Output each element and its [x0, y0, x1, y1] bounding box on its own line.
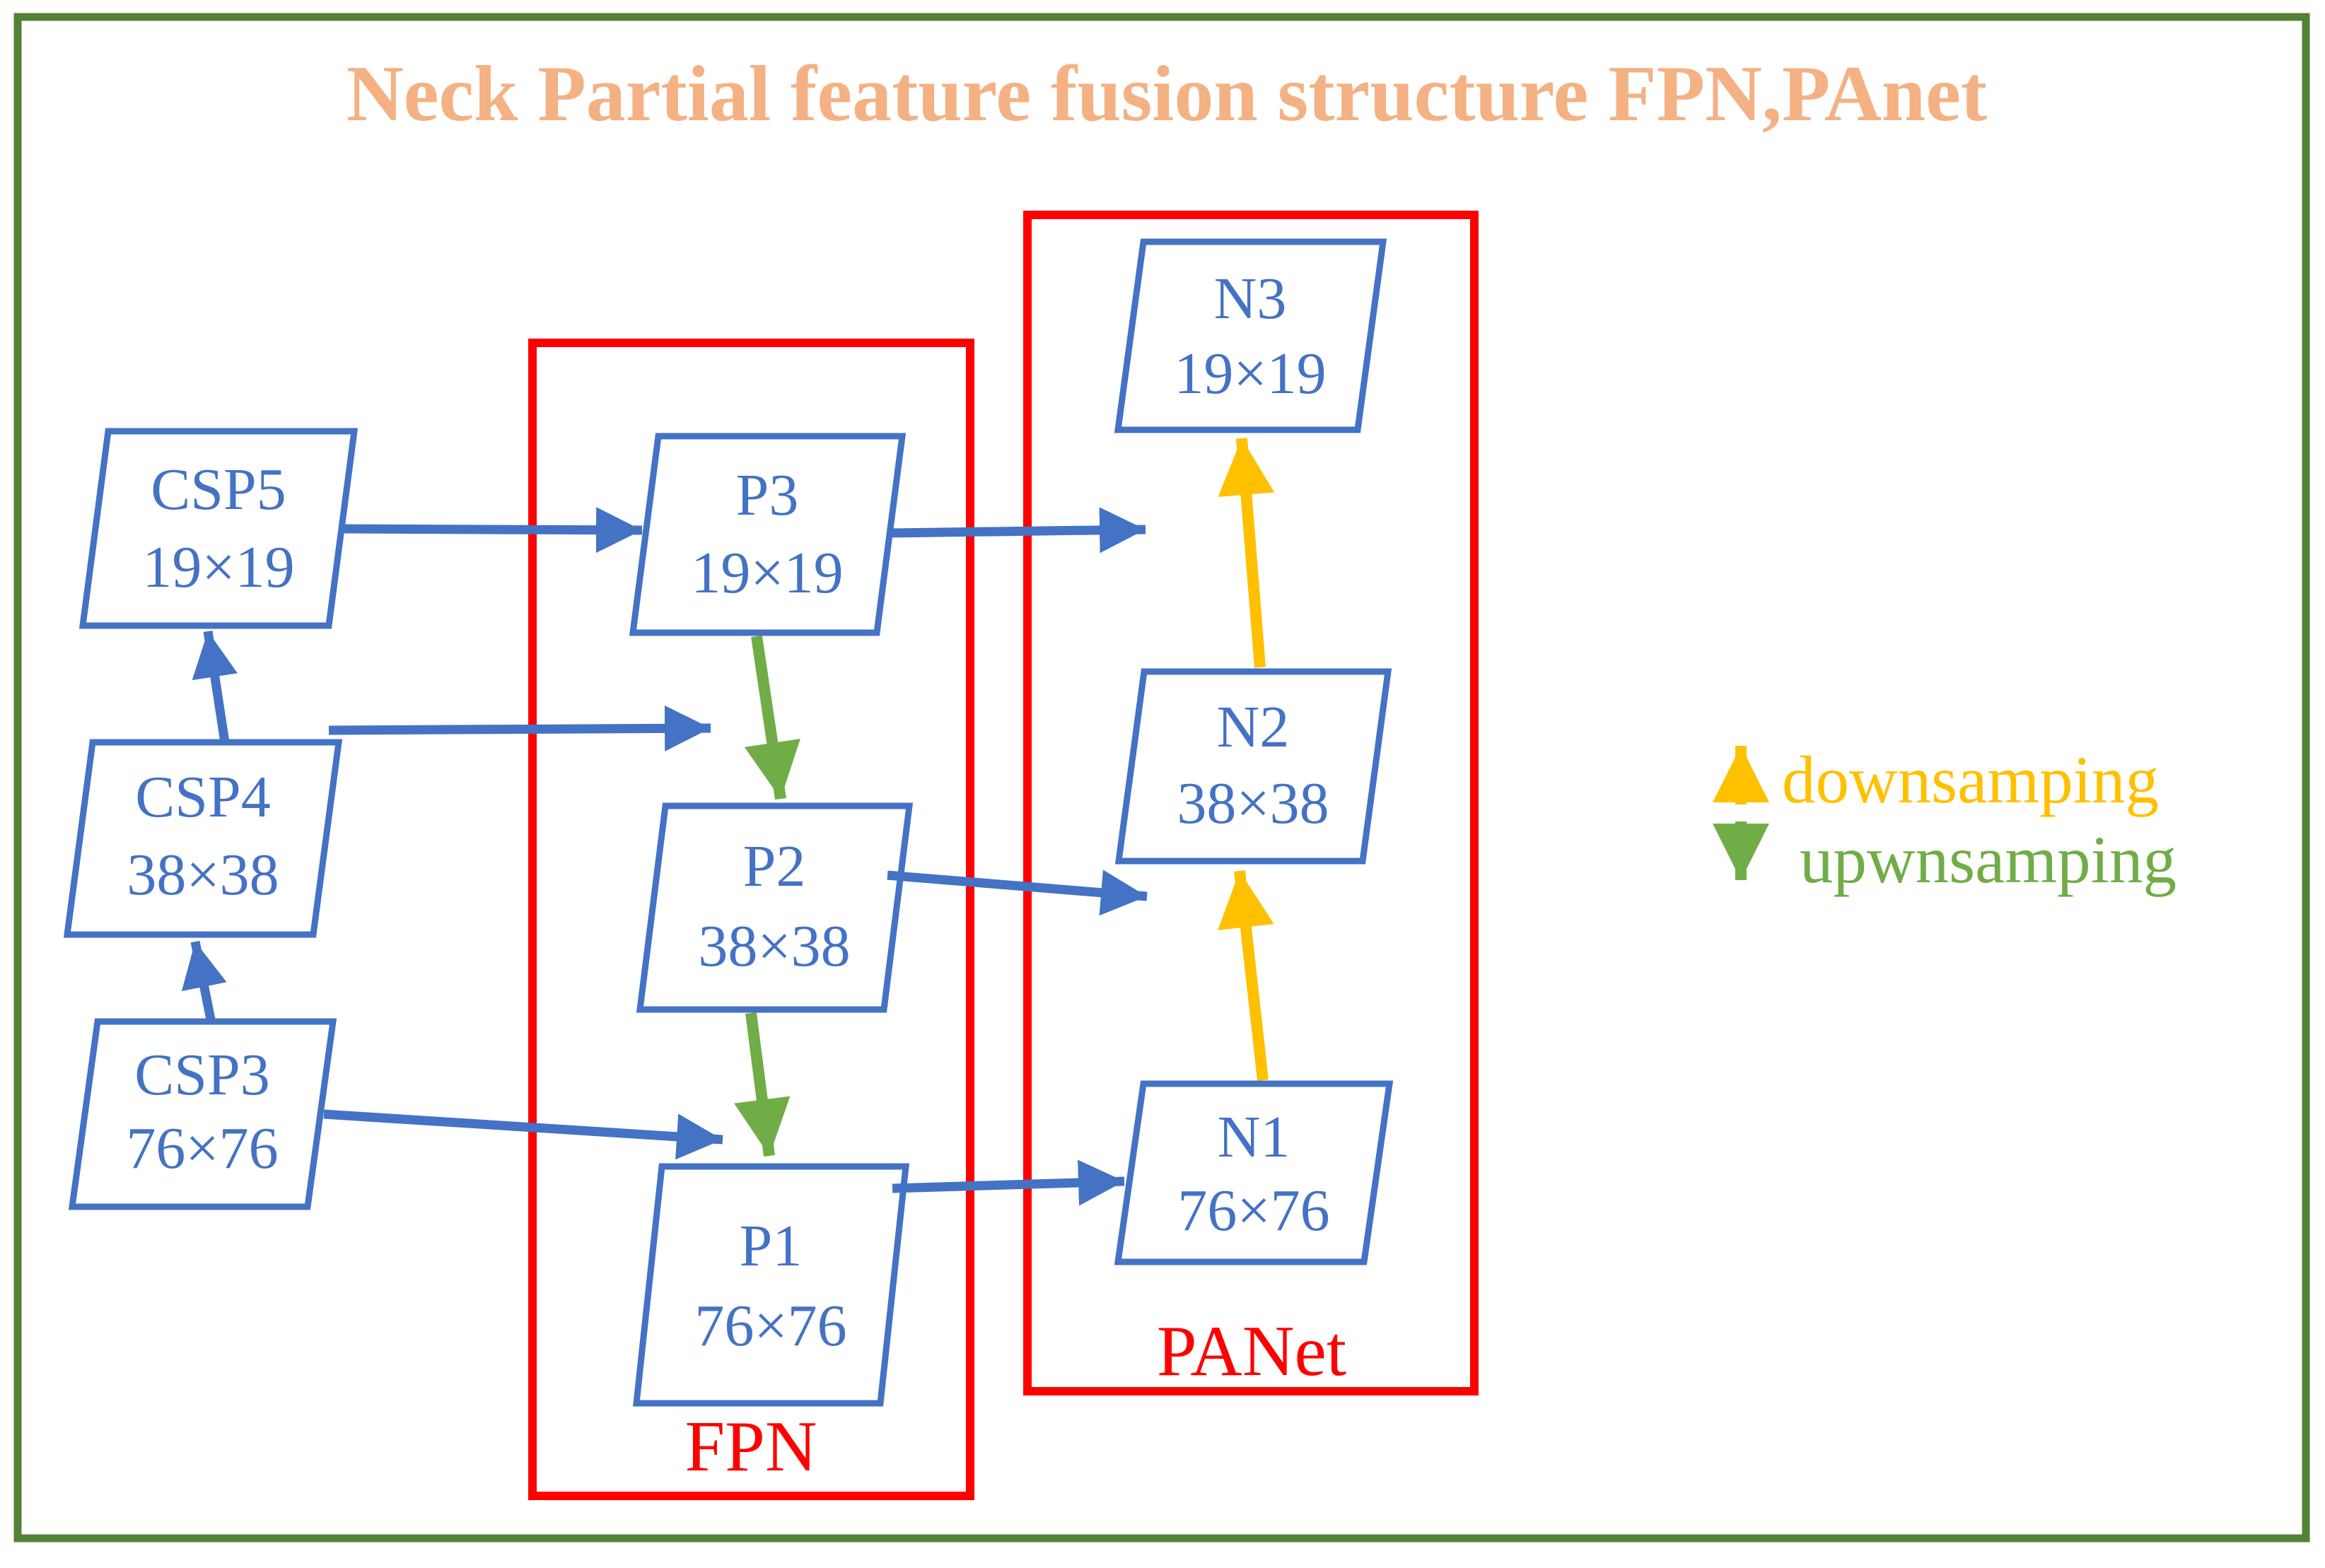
- node-n1-shape: [1114, 1080, 1394, 1265]
- node-n3-shape: [1114, 238, 1387, 433]
- arrow-n1-to-n2-downsample: [1218, 870, 1274, 1081]
- arrow-n2-to-n3-downsample: [1218, 438, 1275, 668]
- node-n1-size: 76×76: [1177, 1178, 1329, 1244]
- fpn-region-box: [528, 339, 974, 1500]
- panet-region-box: [1023, 211, 1479, 1396]
- arrow-p3-to-p2-upsample: [744, 635, 800, 800]
- arrow-p2-to-p1-upsample: [734, 1012, 791, 1157]
- node-p2-shape: [636, 802, 914, 1013]
- node-csp4-label: CSP4: [135, 764, 270, 830]
- node-csp5-label: CSP5: [151, 457, 286, 522]
- arrow-csp4-to-fpn: [328, 705, 711, 751]
- legend-upsampling-label: upwnsamping: [1800, 822, 2177, 897]
- arrow-csp3-to-fpn: [323, 1109, 723, 1160]
- arrow-csp4-to-csp5: [192, 631, 238, 743]
- node-n1-label: N1: [1218, 1104, 1290, 1170]
- node-csp3-size: 76×76: [126, 1116, 278, 1181]
- panet-region-label: PANet: [1157, 1311, 1346, 1391]
- arrow-p3-to-panet: [888, 507, 1146, 554]
- node-p3-shape: [629, 433, 907, 636]
- node-p2-size: 38×38: [698, 913, 850, 979]
- node-csp5-shape: [78, 428, 359, 629]
- node-p1-shape: [632, 1163, 910, 1407]
- node-n2-size: 38×38: [1177, 771, 1329, 836]
- node-csp3-label: CSP3: [134, 1042, 269, 1108]
- arrow-p2-to-panet: [887, 870, 1148, 916]
- node-csp3-shape: [68, 1018, 337, 1210]
- arrow-csp5-to-p3: [342, 507, 643, 554]
- outer-border: [13, 13, 2310, 1543]
- legend-downsampling-label: downsamping: [1782, 742, 2159, 817]
- page-title: Neck Partial feature fusion structure FP…: [346, 50, 1987, 138]
- node-n2-shape: [1114, 668, 1392, 865]
- node-n2-label: N2: [1217, 694, 1290, 760]
- node-p2-label: P2: [743, 833, 806, 899]
- node-n3-label: N3: [1214, 266, 1287, 332]
- node-n3-size: 19×19: [1174, 341, 1326, 406]
- legend: downsamping upwnsamping: [1713, 742, 2177, 897]
- node-p3-size: 19×19: [691, 540, 843, 606]
- node-p3-label: P3: [736, 462, 799, 528]
- node-csp4-size: 38×38: [127, 842, 279, 908]
- arrow-csp3-to-csp4: [181, 940, 227, 1024]
- arrow-p1-to-n1: [892, 1159, 1125, 1206]
- node-csp5-size: 19×19: [142, 534, 294, 600]
- node-p1-size: 76×76: [694, 1293, 846, 1359]
- fpn-region-label: FPN: [684, 1407, 817, 1487]
- node-csp4-shape: [63, 739, 343, 938]
- node-p1-label: P1: [740, 1213, 803, 1279]
